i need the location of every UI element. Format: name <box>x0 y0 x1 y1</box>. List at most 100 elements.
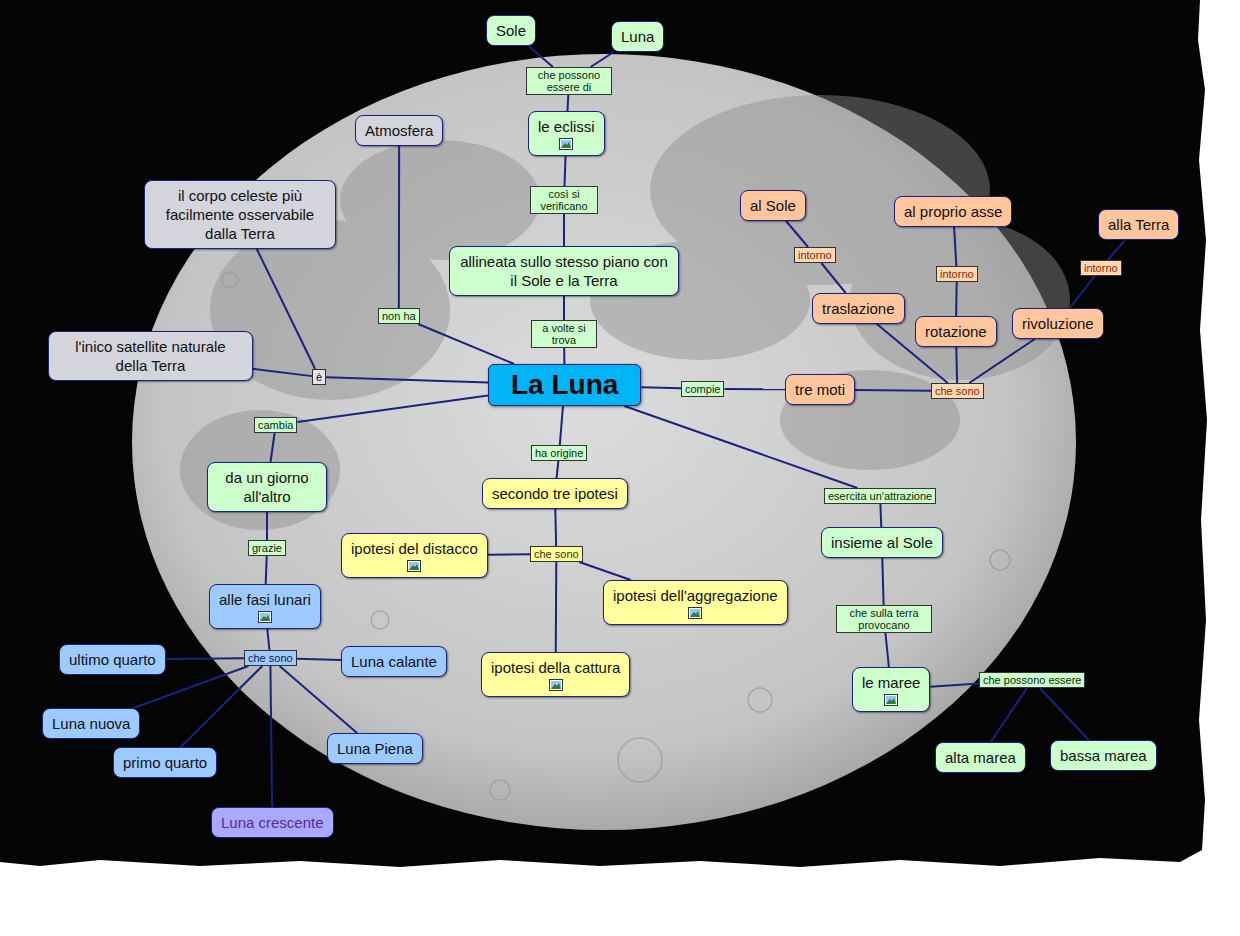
connector-line <box>563 348 565 364</box>
node-text: Luna calante <box>351 652 437 671</box>
concept-box: Luna nuova <box>42 708 140 739</box>
linking-phrase: grazie <box>248 540 286 556</box>
node-text: l'inico satellite naturale della Terra <box>58 337 243 375</box>
concept-box: secondo tre ipotesi <box>482 478 628 509</box>
connector <box>564 296 565 320</box>
connector <box>855 389 931 391</box>
concept-box: l'inico satellite naturale della Terra <box>48 331 253 381</box>
concept-box: le maree <box>852 667 930 712</box>
node-text: a volte si trova <box>535 322 593 346</box>
node-text: le eclissi <box>538 117 595 136</box>
linking-phrase: intorno <box>936 266 978 282</box>
concept-box: ultimo quarto <box>59 644 166 675</box>
connector-line <box>855 389 931 392</box>
concept-box: Luna crescente <box>211 807 334 838</box>
connector <box>724 389 785 390</box>
node-text: ipotesi della cattura <box>491 658 620 677</box>
node-text: ipotesi dell'aggregazione <box>613 586 778 605</box>
concept-box: primo quarto <box>113 747 217 778</box>
concept-box: Sole <box>486 15 536 46</box>
linking-phrase: che sono <box>530 546 583 562</box>
concept-box: insieme al Sole <box>821 527 943 558</box>
connector <box>488 554 530 555</box>
connector-line <box>253 369 312 376</box>
connector <box>564 156 565 186</box>
connector <box>956 282 958 316</box>
linking-phrase: compie <box>681 381 724 397</box>
connector-line <box>270 666 272 807</box>
image-icon <box>549 679 563 691</box>
concept-box: Luna calante <box>341 646 447 677</box>
node-text: primo quarto <box>123 753 207 772</box>
node-text: non ha <box>382 310 416 322</box>
connector <box>271 433 275 462</box>
connector-line <box>418 324 514 364</box>
main-concept: La Luna <box>488 364 641 406</box>
connector <box>270 666 272 807</box>
node-text: allineata sullo stesso piano con il Sole… <box>459 252 669 290</box>
linking-phrase: che possono essere di <box>526 67 612 95</box>
node-text: le maree <box>862 673 920 692</box>
connector <box>297 396 488 422</box>
connector-line <box>1070 276 1095 308</box>
connector-line <box>579 562 631 580</box>
connector-line <box>879 504 882 527</box>
connector <box>1108 240 1125 260</box>
connector <box>253 369 312 376</box>
connector <box>557 461 559 478</box>
node-text: intorno <box>1084 262 1118 274</box>
concept-box: il corpo celeste più facilmente osservab… <box>144 180 336 249</box>
connector <box>326 377 488 382</box>
concept-box: traslazione <box>812 293 905 324</box>
connector-line <box>560 406 563 445</box>
node-text: insieme al Sole <box>831 533 933 552</box>
node-text: al proprio asse <box>904 202 1002 221</box>
connector <box>1040 688 1089 740</box>
node-text: rotazione <box>925 322 987 341</box>
connector <box>398 146 399 308</box>
connector <box>930 684 979 687</box>
image-icon <box>884 694 898 706</box>
connector <box>555 562 557 652</box>
connector-line <box>1040 688 1089 740</box>
connector-line <box>297 659 341 660</box>
connector <box>579 562 631 580</box>
connector-line <box>181 666 263 747</box>
connector-line <box>557 461 559 478</box>
linking-phrase: che sulla terra provocano <box>836 605 932 633</box>
node-text: che sono <box>534 548 579 560</box>
connector-line <box>991 688 1027 742</box>
connector <box>991 688 1027 742</box>
concept-box: bassa marea <box>1050 740 1157 771</box>
connector-line <box>591 52 614 67</box>
connector <box>181 666 263 747</box>
linking-phrase: che possono essere <box>979 672 1085 688</box>
linking-phrase: che sono <box>931 383 984 399</box>
connector <box>529 46 553 67</box>
connector <box>266 556 267 584</box>
connector-line <box>564 156 565 186</box>
concept-box: Atmosfera <box>355 115 443 146</box>
connector <box>257 249 315 369</box>
connector <box>591 52 614 67</box>
concept-box: Luna Piena <box>327 733 423 764</box>
connector <box>567 95 569 111</box>
connector <box>166 658 244 660</box>
connector <box>418 324 514 364</box>
node-text: ipotesi del distacco <box>351 539 478 558</box>
node-text: che sulla terra provocano <box>840 607 928 631</box>
node-text: intorno <box>940 268 974 280</box>
concept-box: allineata sullo stesso piano con il Sole… <box>449 246 679 296</box>
node-text: Luna <box>621 27 654 46</box>
connector <box>885 633 888 667</box>
node-text: Luna crescente <box>221 813 324 832</box>
node-text: è <box>316 371 322 383</box>
connector-line <box>885 633 888 667</box>
connector-line <box>297 396 488 422</box>
connector-line <box>266 512 268 540</box>
connector-line <box>955 347 958 383</box>
connector-line <box>166 657 244 660</box>
concept-box: rivoluzione <box>1012 308 1104 339</box>
